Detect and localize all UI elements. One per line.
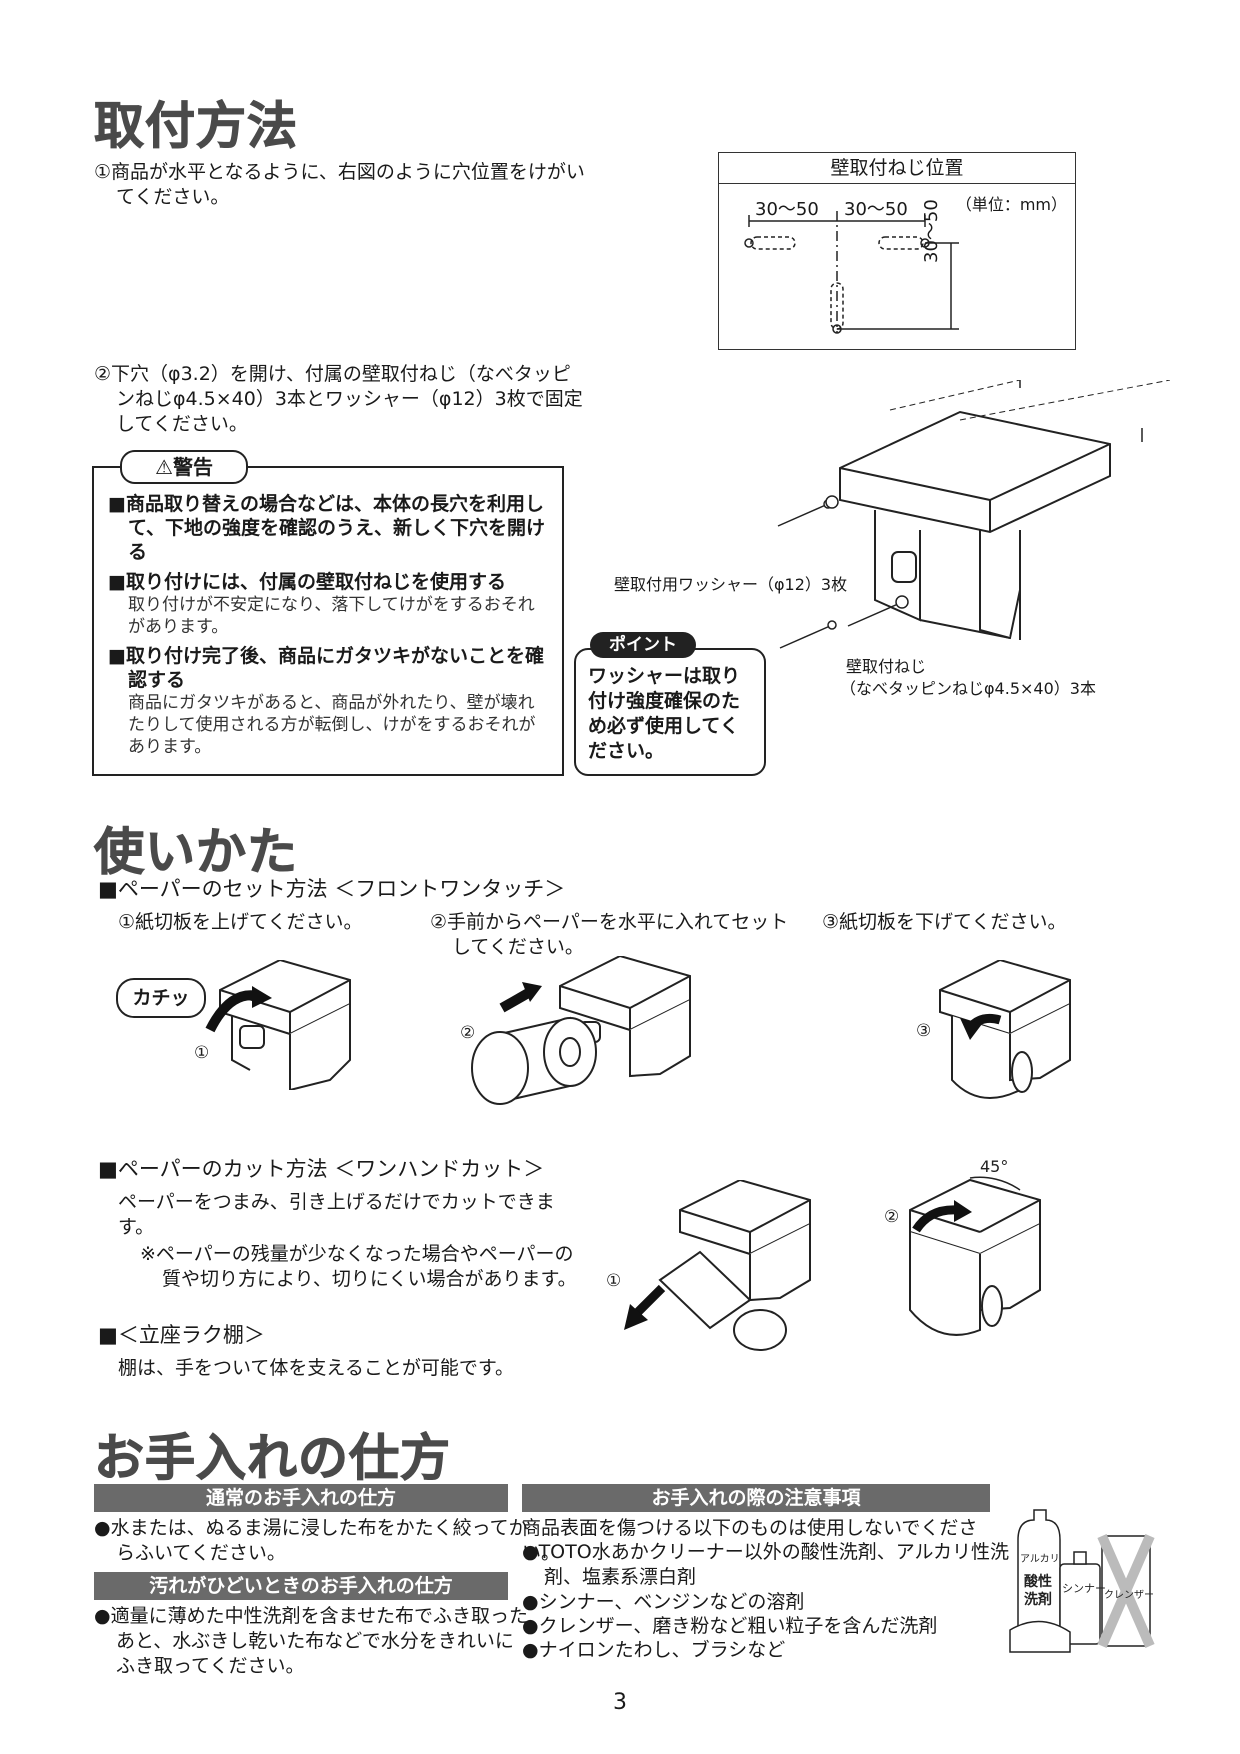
- cut-illustration-2: 45° ②: [884, 1157, 1041, 1336]
- washer-label: 壁取付用ワッシャー（φ12）3枚: [614, 575, 848, 594]
- angle-label: 45°: [980, 1157, 1008, 1176]
- cut-illustration-1: ①: [606, 1180, 811, 1351]
- cut-note: ※ペーパーの残量が少なくなった場合やペーパーの質や切り方により、切りにくい場合が…: [140, 1243, 577, 1290]
- bottle-label-cleanser: クレンザー: [1104, 1589, 1154, 1601]
- set-illustration-2: ②: [460, 956, 691, 1105]
- set-heading: ■ペーパーのセット方法 ＜フロントワンタッチ＞: [98, 877, 566, 901]
- warning-item-3: ■取り付け完了後、商品にガタツキがないことを確認する: [108, 645, 544, 691]
- care-title: お手入れの仕方: [94, 1429, 451, 1488]
- caution-band: お手入れの際の注意事項: [522, 1484, 990, 1512]
- bottle-label-thinner: シンナー: [1062, 1582, 1106, 1595]
- warning-detail-2: 取り付けが不安定になり、落下してけがをするおそれがあります。: [128, 595, 535, 637]
- bottle-label-alkali: アルカリ: [1020, 1553, 1060, 1565]
- shelf-heading: ■＜立座ラク棚＞: [98, 1323, 265, 1347]
- install-step2: ②下穴（φ3.2）を開け、付属の壁取付ねじ（なべタッピンねじφ4.5×40）3本…: [94, 363, 583, 435]
- dim-right: 30～50: [844, 199, 908, 220]
- warning-content: ■商品取り替えの場合などは、本体の長穴を利用して、下地の強度を確認のうえ、新しく…: [108, 492, 548, 758]
- cut-step-mark-1: ①: [606, 1271, 621, 1291]
- point-box: ワッシャーは取り付け強度確保のため必ず使用してください。: [574, 648, 766, 776]
- set-step-1: ①紙切板を上げてください。: [118, 911, 363, 933]
- warning-item-2: ■取り付けには、付属の壁取付ねじを使用する: [108, 571, 506, 593]
- warning-box: [92, 466, 564, 776]
- diagram-unit: （単位：mm）: [955, 195, 1067, 214]
- usage-title: 使いかた: [94, 823, 298, 882]
- warning-tag: ⚠警告: [120, 450, 248, 484]
- caution-item-3: ●クレンザー、磨き粉など粗い粒子を含んだ洗剤: [522, 1615, 938, 1637]
- cut-heading: ■ペーパーのカット方法 ＜ワンハンドカット＞: [98, 1157, 545, 1181]
- install-title: 取付方法: [94, 97, 298, 156]
- prohibited-cleaners-illustration: アルカリ 酸性 洗剤 シンナー クレンザー: [1009, 1509, 1155, 1653]
- caution-item-1: ●TOTO水あかクリーナー以外の酸性洗剤、アルカリ性洗剤、塩素系漂白剤: [522, 1541, 1009, 1588]
- dirty-care-text: ●適量に薄めた中性洗剤を含ませた布でふき取ったあと、水ぶきし乾いた布などで水分を…: [94, 1605, 529, 1677]
- screw-position-drawing: [744, 211, 959, 334]
- set-step-3: ③紙切板を下げてください。: [822, 911, 1067, 933]
- install-illustration: [777, 380, 1170, 649]
- shelf-text: 棚は、手をついて体を支えることが可能です。: [118, 1357, 514, 1379]
- screw-label-2: （なべタッピンねじφ4.5×40）3本: [840, 679, 1096, 698]
- warning-icon: ⚠: [155, 455, 173, 479]
- normal-care-text: ●水または、ぬるま湯に浸した布をかたく絞ってからふいてください。: [94, 1517, 528, 1564]
- click-sound-burst: カチッ: [116, 978, 206, 1018]
- cut-text: ペーパーをつまみ、引き上げるだけでカットできます。: [118, 1191, 555, 1238]
- step-mark-2: ②: [460, 1023, 475, 1043]
- cut-step-mark-2: ②: [884, 1207, 899, 1227]
- point-tag: ポイント: [590, 632, 696, 658]
- normal-care-band: 通常のお手入れの仕方: [94, 1484, 508, 1512]
- dim-left: 30～50: [755, 199, 819, 220]
- step-mark-1: ①: [194, 1043, 209, 1063]
- caution-item-4: ●ナイロンたわし、ブラシなど: [522, 1639, 786, 1661]
- bottle-label-detergent: 洗剤: [1024, 1591, 1052, 1608]
- screw-label-1: 壁取付ねじ: [846, 657, 927, 676]
- warning-detail-3: 商品にガタツキがあると、商品が外れたり、壁が壊れたりして使用される方が転倒し、け…: [128, 693, 536, 757]
- screw-position-diagram: 壁取付ねじ位置 （単位：mm） 30～50 30～50 30～50: [718, 152, 1076, 350]
- set-illustration-1: ①: [194, 960, 351, 1090]
- page-number: 3: [613, 1690, 627, 1715]
- bottle-label-acid: 酸性: [1024, 1573, 1052, 1590]
- dirty-care-band: 汚れがひどいときのお手入れの仕方: [94, 1572, 508, 1600]
- point-text: ワッシャーは取り付け強度確保のため必ず使用してください。: [588, 665, 741, 762]
- caution-intro: 商品表面を傷つける以下のものは使用しないでください。: [522, 1517, 978, 1564]
- step-mark-3: ③: [916, 1021, 931, 1041]
- diagram-title: 壁取付ねじ位置: [719, 153, 1075, 184]
- warning-item-1: ■商品取り替えの場合などは、本体の長穴を利用して、下地の強度を確認のうえ、新しく…: [108, 493, 546, 563]
- set-step-2: ②手前からペーパーを水平に入れてセットしてください。: [430, 911, 789, 958]
- set-illustration-3: ③: [916, 960, 1071, 1099]
- install-step1: ①商品が水平となるように、右図のように穴位置をけがいてください。: [94, 161, 585, 208]
- caution-item-2: ●シンナー、ベンジンなどの溶剤: [522, 1591, 805, 1613]
